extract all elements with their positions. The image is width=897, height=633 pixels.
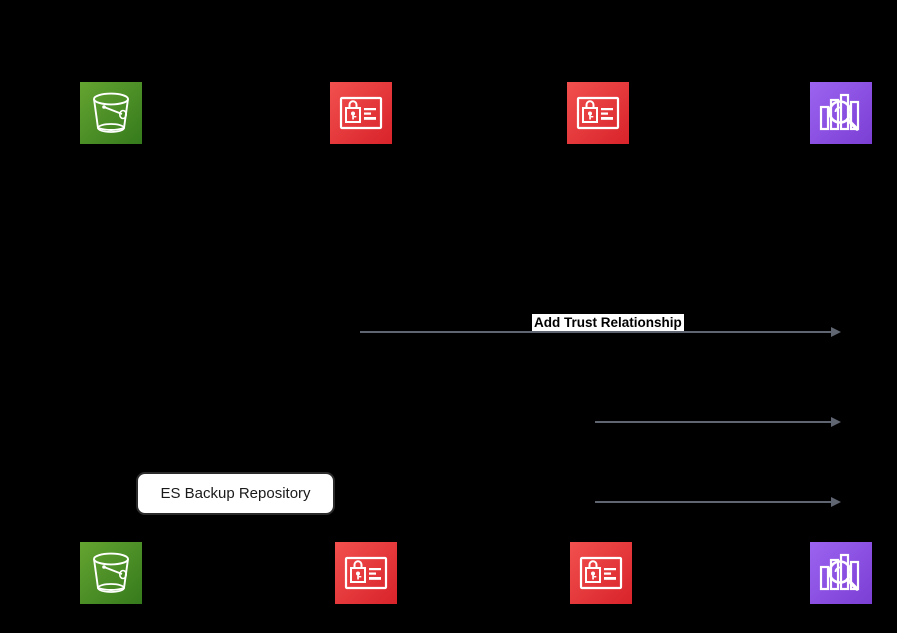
arrow-shaft [360, 331, 832, 333]
s3-bucket-icon [80, 82, 142, 144]
elasticsearch-service-icon [810, 82, 872, 144]
message-arrow-2 [595, 417, 841, 427]
iam-role-icon [570, 542, 632, 604]
participant-s3-bucket-bottom[interactable] [80, 542, 142, 604]
s3-bucket-icon [80, 542, 142, 604]
elasticsearch-service-icon [810, 542, 872, 604]
note-label: ES Backup Repository [160, 485, 311, 502]
message-arrow-add-trust-relationship [360, 327, 841, 337]
arrow-head-icon [831, 417, 841, 427]
iam-role-icon [567, 82, 629, 144]
participant-elasticsearch-top[interactable] [810, 82, 872, 144]
iam-role-icon [330, 82, 392, 144]
participant-iam-role-1-top[interactable] [330, 82, 392, 144]
participant-elasticsearch-bottom[interactable] [810, 542, 872, 604]
participant-iam-role-1-bottom[interactable] [335, 542, 397, 604]
participant-s3-bucket-top[interactable] [80, 82, 142, 144]
iam-role-icon [335, 542, 397, 604]
participant-iam-role-2-bottom[interactable] [570, 542, 632, 604]
arrow-head-icon [831, 327, 841, 337]
message-label-add-trust-relationship: Add Trust Relationship [532, 314, 684, 331]
arrow-shaft [595, 421, 832, 423]
message-arrow-3 [595, 497, 841, 507]
arrow-shaft [595, 501, 832, 503]
arrow-head-icon [831, 497, 841, 507]
participant-iam-role-2-top[interactable] [567, 82, 629, 144]
note-es-backup-repository[interactable]: ES Backup Repository [136, 472, 335, 515]
